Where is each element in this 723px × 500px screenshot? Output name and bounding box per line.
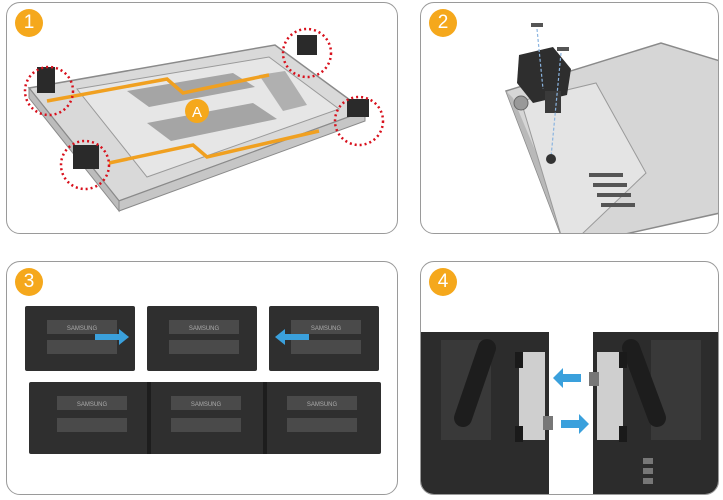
- display-back-illustration: A: [23, 27, 385, 213]
- left-connector-bracket: [519, 352, 545, 440]
- brand-label: SAMSUNG: [307, 402, 338, 408]
- callout-a-marker: [185, 99, 209, 123]
- display-top-left: SAMSUNG: [25, 306, 135, 371]
- bracket-highlight-4: [59, 139, 111, 191]
- bracket-highlight-2: [281, 27, 333, 79]
- brand-label: SAMSUNG: [77, 402, 108, 408]
- display-top-right: SAMSUNG: [269, 306, 379, 371]
- arrow-left: [275, 329, 309, 345]
- arrow-left: [553, 368, 581, 388]
- arrow-right: [561, 414, 589, 434]
- brand-label: SAMSUNG: [311, 326, 342, 332]
- brand-label: SAMSUNG: [191, 402, 222, 408]
- step-3-panel: 3 SAMSUNG SAMSUNG SAMSUNG: [6, 261, 398, 495]
- step-4-panel: 4: [420, 261, 719, 495]
- bracket-highlight-3: [333, 95, 385, 147]
- step-3-badge: 3: [15, 268, 43, 296]
- step-4-badge: 4: [429, 268, 457, 296]
- display-connect-illustration: [421, 332, 718, 494]
- bracket-highlight-1: [23, 65, 75, 117]
- bracket-screw-illustration: [505, 23, 718, 233]
- step-2-panel: 2: [420, 2, 719, 234]
- step-1-badge: 1: [15, 9, 43, 37]
- brand-label: SAMSUNG: [67, 326, 98, 332]
- brand-label: SAMSUNG: [189, 326, 220, 332]
- display-wall-arrangement-illustration: SAMSUNG SAMSUNG SAMSUNG SAMSUNG SAM: [25, 306, 381, 454]
- step-1-panel: 1 A: [6, 2, 398, 234]
- screw-1: [531, 23, 543, 27]
- screw-2: [557, 47, 569, 51]
- step-2-badge: 2: [429, 9, 457, 37]
- right-connector-bracket: [597, 352, 623, 440]
- display-top-center: SAMSUNG: [147, 306, 257, 371]
- callout-a-label: A: [192, 104, 202, 121]
- display-bottom-row: SAMSUNG SAMSUNG SAMSUNG: [29, 382, 381, 454]
- arrow-right: [95, 329, 129, 345]
